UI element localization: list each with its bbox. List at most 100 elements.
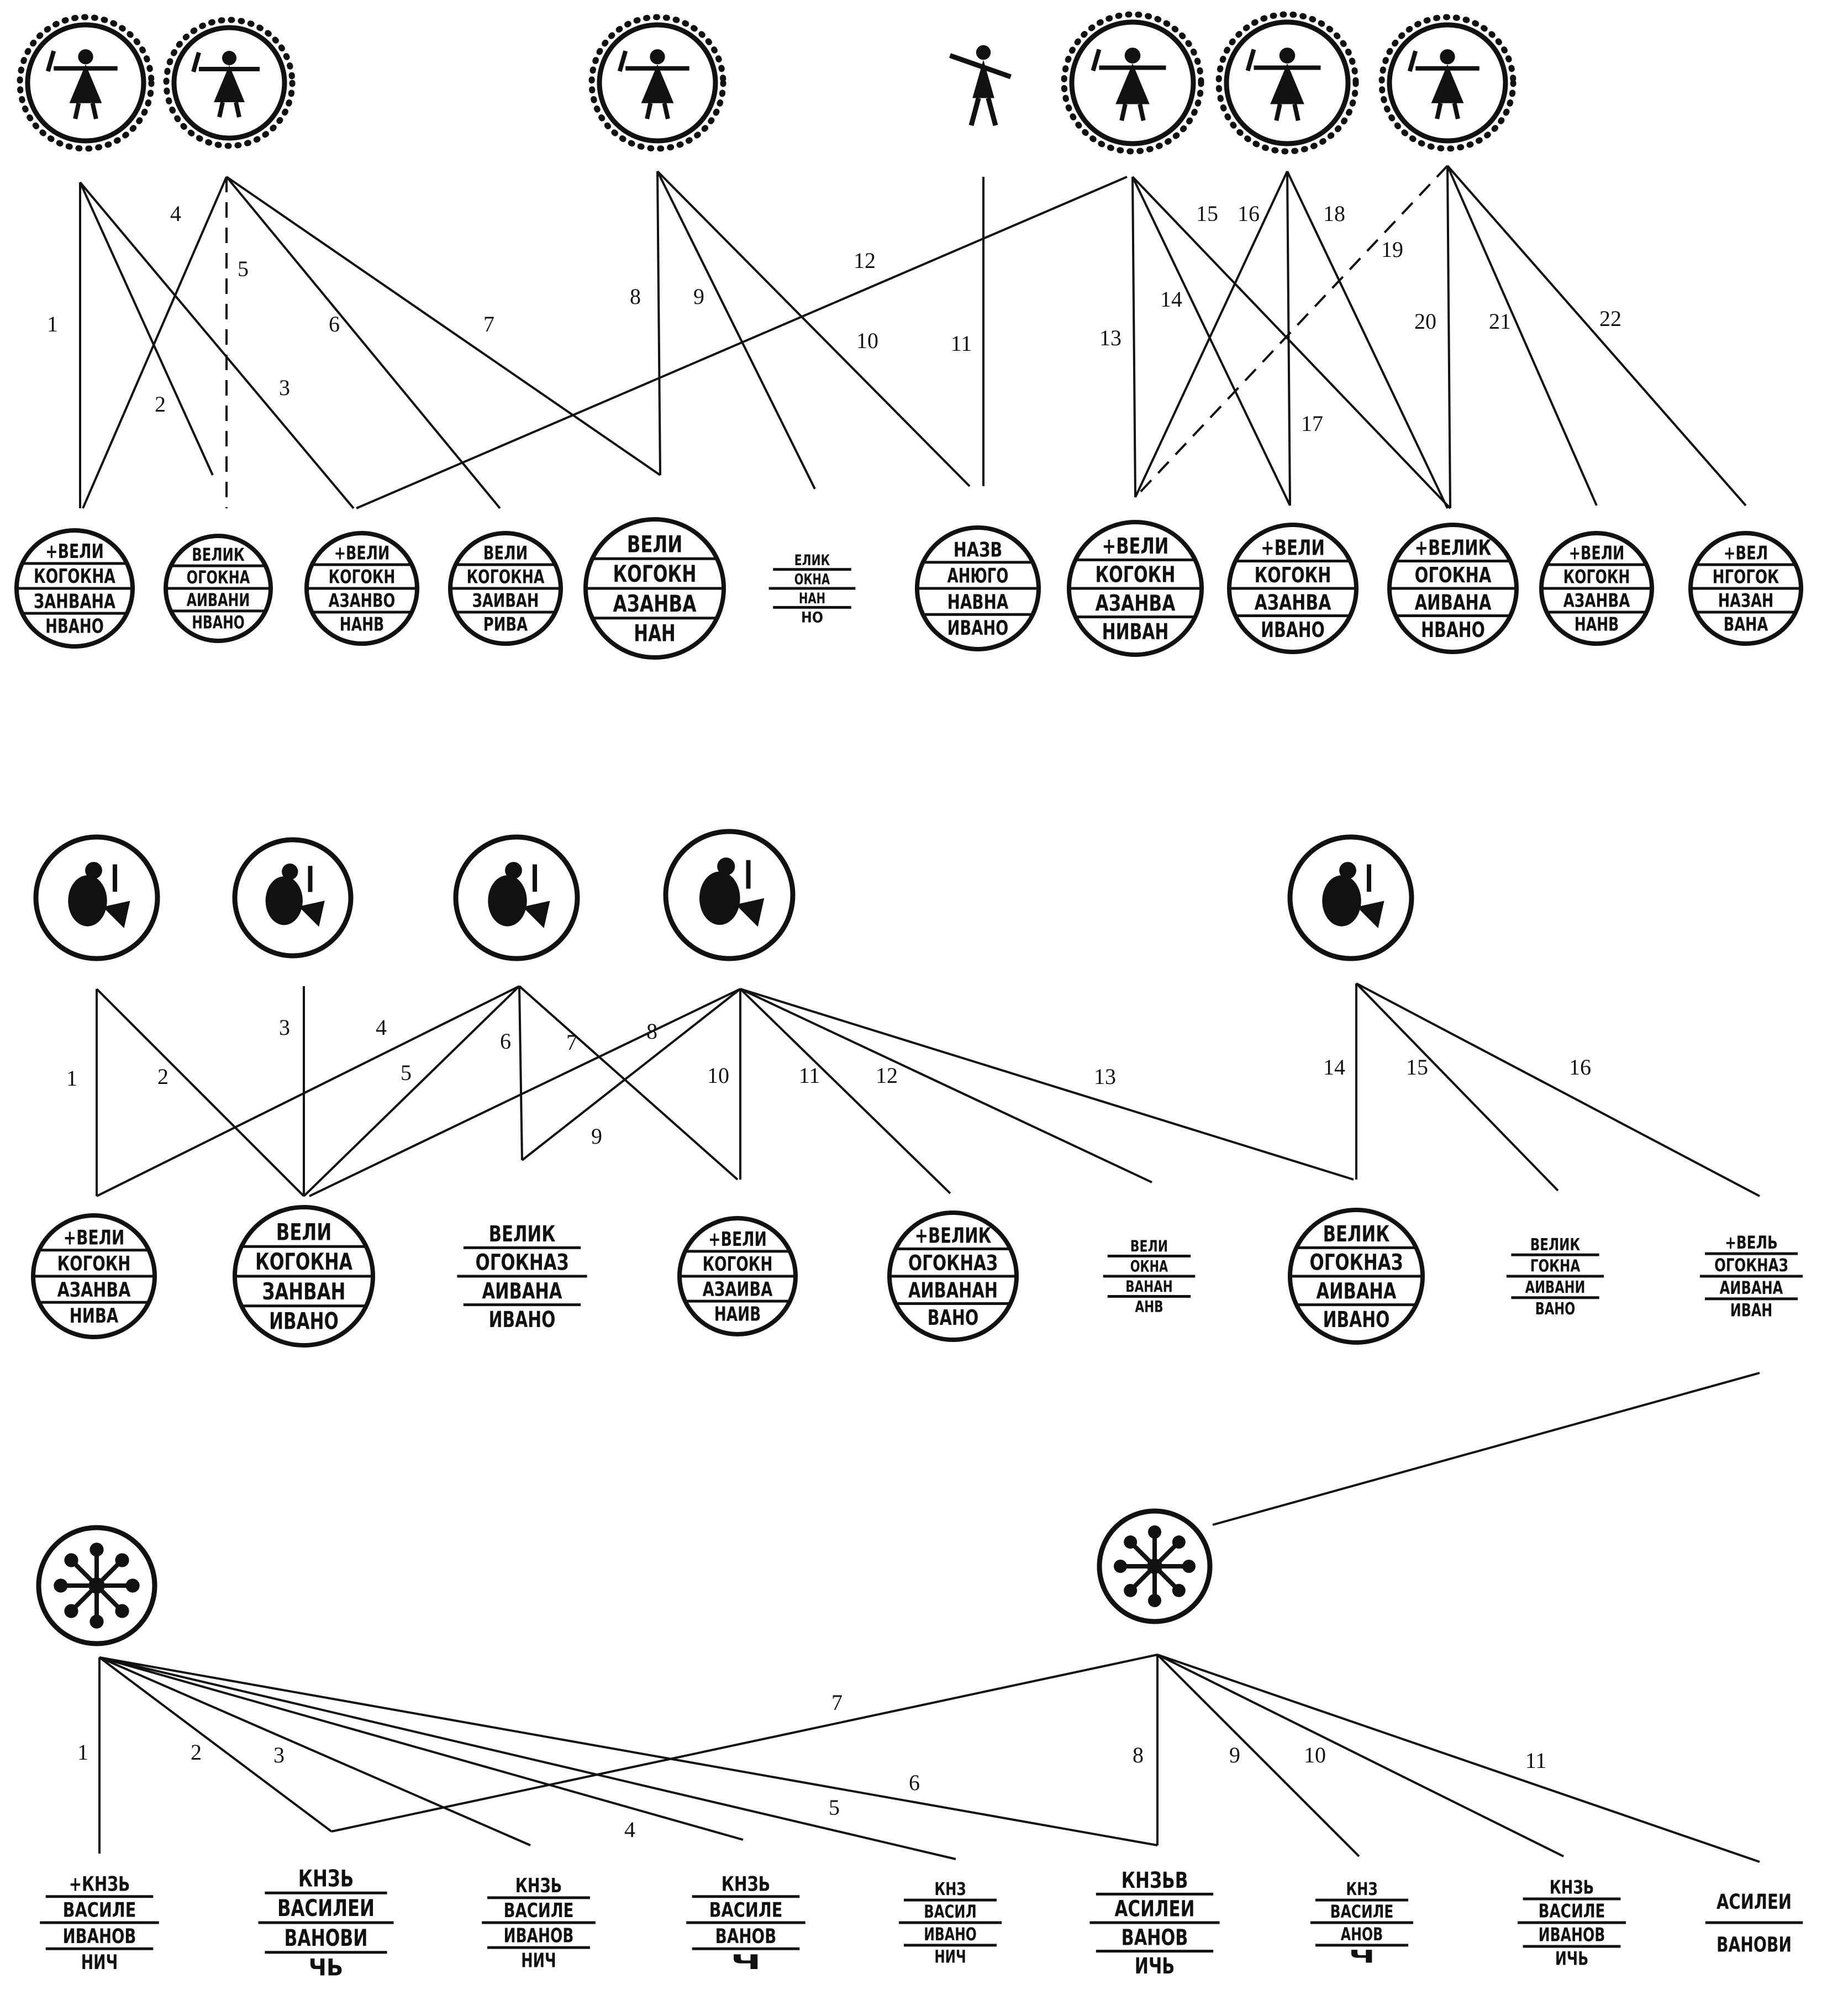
die-link-line [1446, 165, 1747, 507]
legend-line: ИЧЬ [1555, 1948, 1588, 1970]
legend-line: ИВАНО [269, 1308, 339, 1335]
obverse-figure-coin [1215, 11, 1359, 155]
legend-line: ИВАНОВ [504, 1924, 574, 1947]
link-number: 6 [909, 1770, 920, 1795]
link-number: 11 [799, 1063, 820, 1088]
legend-line: АИВАНА [1720, 1277, 1783, 1298]
legend-line: +ВЕЛЬ [1725, 1232, 1778, 1253]
legend-line: ВАСИЛЕ [504, 1899, 574, 1922]
legend-line: ВАНОВИ [285, 1924, 368, 1951]
link-number: 14 [1323, 1055, 1345, 1080]
legend-line: НАЗАН [1718, 590, 1774, 612]
legend-line: ВЕЛИК [489, 1222, 556, 1247]
legend-line: ВАНАН [1125, 1278, 1173, 1296]
link-number: 2 [191, 1740, 202, 1765]
link-number: 4 [376, 1015, 387, 1040]
die-link-line [79, 182, 214, 476]
legend-line: АЗАНВА [1096, 591, 1176, 616]
legend-line: НВАНО [1421, 618, 1485, 643]
link-number: 8 [630, 284, 641, 309]
legend-line: КНЗЬ [1550, 1877, 1594, 1898]
legend-line: ВАСИЛЕ [63, 1898, 136, 1922]
link-number: 11 [1525, 1748, 1547, 1773]
die-link-line [96, 985, 520, 1197]
link-number: 10 [1304, 1743, 1326, 1767]
legend-line: КОГОКН [1255, 563, 1331, 588]
legend-line: ЕЛИК [794, 552, 830, 569]
legend-line: ВАНОВ [715, 1924, 777, 1948]
legend-line: НАН [634, 620, 675, 647]
legend-line: ВАНОВИ [1717, 1932, 1792, 1956]
legend-line: АИВАНА [482, 1278, 562, 1304]
link-number: 4 [624, 1817, 635, 1842]
legend-line: ВЕЛИК [1530, 1235, 1581, 1255]
section-a: +ВЕЛИКОГОКНАЗАНВАНАНВАНОВЕЛИКОГОКНААИВАН… [14, 11, 1803, 660]
link-number: 1 [77, 1740, 88, 1765]
legend-line: +ВЕЛИ [1102, 534, 1169, 559]
legend-line: ВАСИЛ [924, 1901, 977, 1922]
legend-line: НВАНО [45, 615, 104, 638]
legend-line: НИЧ [521, 1949, 556, 1972]
link-number: 15 [1196, 201, 1218, 226]
legend-line: КОГОКН [1563, 566, 1630, 588]
link-number: 7 [483, 312, 494, 336]
legend-line: АСИЛЕИ [1717, 1889, 1792, 1914]
die-link-line [225, 176, 501, 509]
legend-line: КОГОКНА [34, 565, 115, 588]
legend-line: КНЗЬВ [1122, 1868, 1188, 1893]
die-link-line [1157, 1654, 1760, 1863]
legend-line: НАНВ [340, 614, 384, 635]
section-c: +КНЗЬВАСИЛЕИВАНОВНИЧКНЗЬВАСИЛЕИВАНОВИЧЬК… [36, 1508, 1803, 1981]
link-number: 1 [47, 312, 58, 336]
die-link-line [1446, 165, 1451, 509]
die-link-line [1446, 165, 1598, 506]
legend-line: ОГОКНАЗ [1309, 1250, 1403, 1276]
link-number: 8 [646, 1019, 657, 1044]
legend-line: ОКНА [794, 571, 830, 588]
legend-line: НАЗВ [954, 538, 1003, 561]
die-link-line [1134, 171, 1288, 498]
die-link-line [1356, 982, 1760, 1197]
legend-line: +ВЕЛИ [64, 1225, 125, 1249]
obverse-star-coin [1097, 1508, 1213, 1624]
die-link-line [96, 988, 305, 1197]
obverse-figure-coin [588, 14, 726, 152]
die-link-line [1286, 171, 1291, 506]
legend-line: ИВАНОВ [63, 1924, 136, 1948]
link-number: 21 [1489, 309, 1511, 334]
legend-line: КНЗ [1346, 1878, 1377, 1899]
legend-line: ЗАНВАН [262, 1278, 346, 1305]
legend-line: КОГОКН [57, 1252, 131, 1276]
legend-line: ВАНО [928, 1306, 979, 1330]
link-number: 13 [1099, 325, 1122, 350]
legend-line: КНЗ [934, 1878, 966, 1899]
legend-line: НАНВ [1575, 614, 1619, 635]
link-number: 6 [500, 1029, 511, 1054]
link-number: 9 [1229, 1743, 1240, 1767]
legend-line: +ВЕЛИ [334, 543, 390, 564]
obverse-rider-coin [33, 834, 160, 961]
die-link-line [1131, 176, 1136, 498]
legend-line: ВЕЛИ [1130, 1237, 1168, 1255]
legend-line: КОГОКНА [255, 1248, 353, 1275]
legend-line: ВАСИЛЕ [1539, 1901, 1605, 1922]
die-link-line [99, 1656, 956, 1860]
link-number: 14 [1160, 287, 1182, 312]
legend-line: ИВАН [1730, 1300, 1772, 1321]
die-link-line [225, 176, 661, 476]
legend-line: ВЕЛИК [192, 544, 245, 565]
